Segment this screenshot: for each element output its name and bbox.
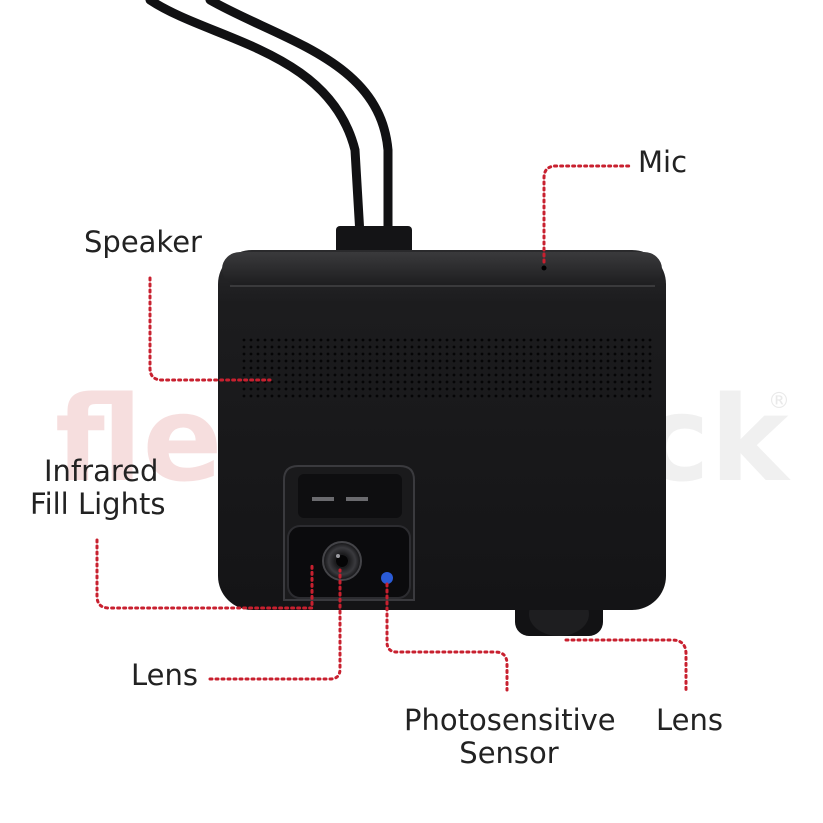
front-camera-module: [283, 465, 415, 601]
ir-fill-light: [312, 497, 334, 501]
infrared-label-line2: Fill Lights: [30, 487, 166, 522]
mic-label: Mic: [638, 145, 688, 179]
infrared-fill-lights-label: Infrared Fill Lights: [30, 454, 170, 522]
photosensitive-label-line1: Photosensitive: [404, 703, 616, 737]
svg-text:fle: fle: [55, 370, 223, 508]
infrared-label-line1: Infrared: [44, 454, 159, 488]
photosensitive-sensor-dot: [381, 572, 393, 584]
front-lens-label: Lens: [131, 658, 198, 692]
rear-lens-label: Lens: [656, 703, 723, 737]
photosensitive-label-line2: Sensor: [459, 736, 559, 771]
callout-lines: [95, 164, 688, 692]
speaker-grille: [242, 338, 652, 398]
ir-fill-light: [346, 497, 368, 501]
svg-text:®: ®: [768, 389, 790, 414]
photosensitive-sensor-label: Photosensitive Sensor: [404, 703, 616, 771]
cable-strain-relief: [336, 226, 412, 256]
power-cables: [145, 0, 393, 240]
mic-hole: [541, 265, 547, 271]
speaker-label: Speaker: [84, 225, 202, 259]
